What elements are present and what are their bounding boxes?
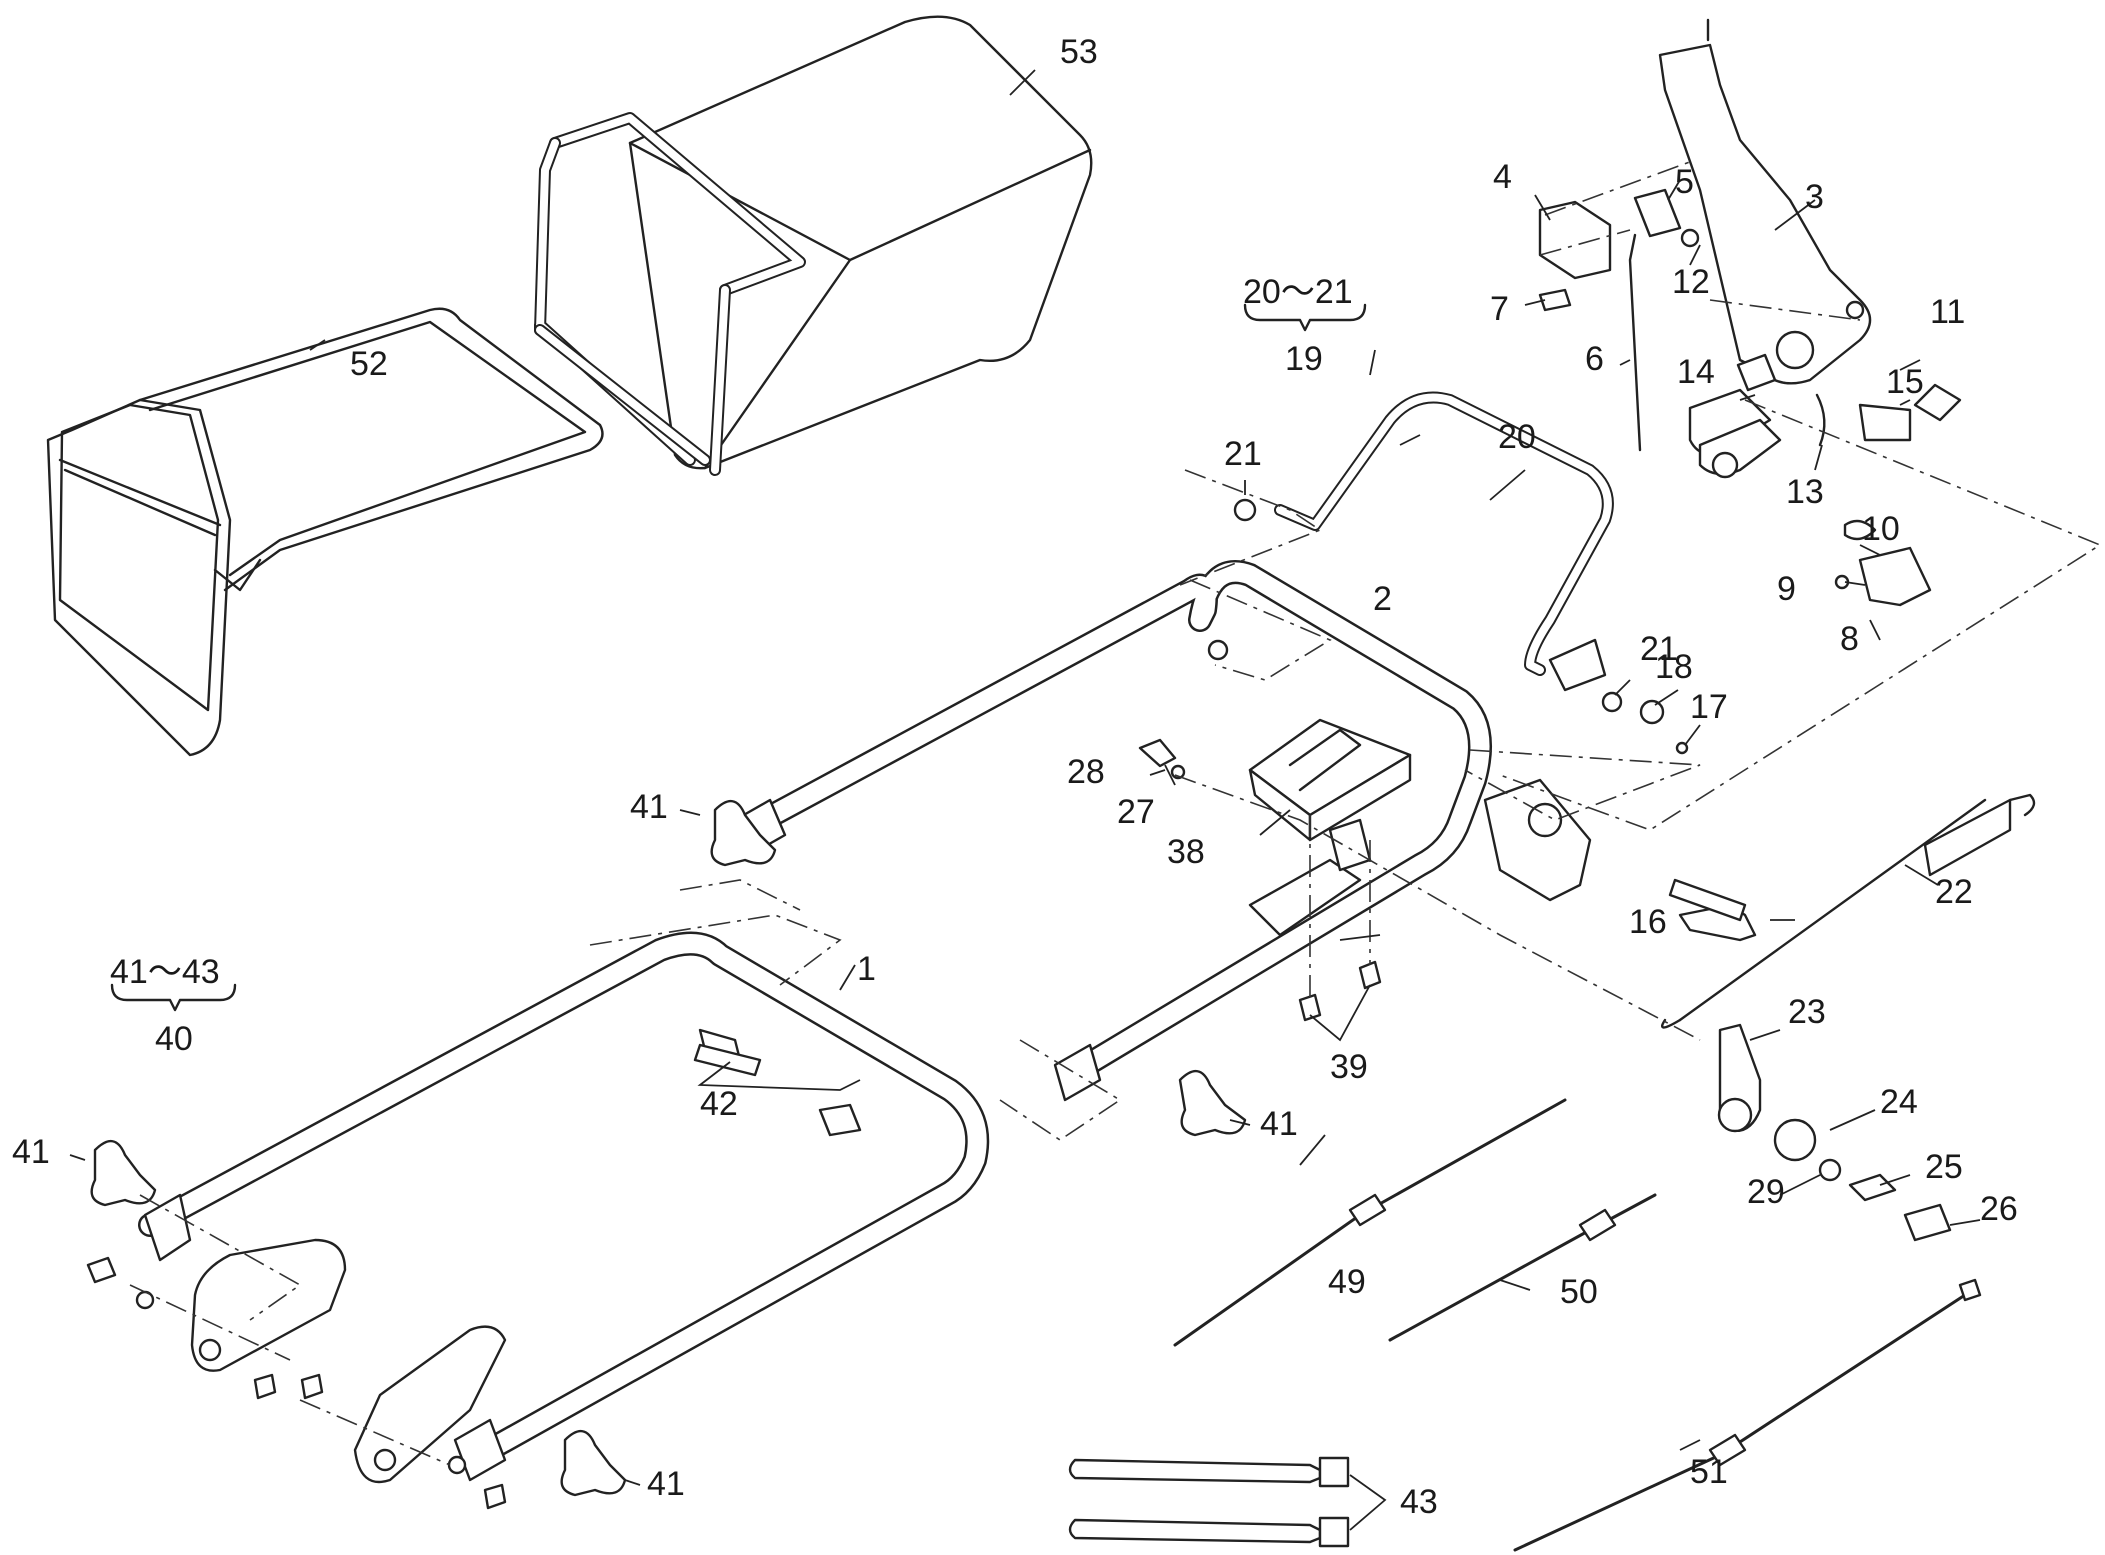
upper-handle bbox=[733, 560, 1592, 1102]
cable-ties bbox=[1068, 1456, 1350, 1548]
label-53: 53 bbox=[1060, 33, 1098, 71]
label-27: 27 bbox=[1117, 793, 1155, 831]
label-1: 1 bbox=[857, 950, 876, 988]
label-25: 25 bbox=[1925, 1148, 1963, 1186]
bolts bbox=[693, 878, 1747, 1077]
bag-frame bbox=[46, 307, 604, 757]
label-7: 7 bbox=[1490, 290, 1509, 328]
grass-bag bbox=[534, 15, 1093, 476]
label-6: 6 bbox=[1585, 340, 1604, 378]
label-23: 23 bbox=[1788, 993, 1826, 1031]
label-49: 49 bbox=[1328, 1263, 1366, 1301]
leader-lines bbox=[69, 69, 1981, 1531]
label-39: 39 bbox=[1330, 1048, 1368, 1086]
group-brackets bbox=[110, 303, 1367, 1012]
label-13: 13 bbox=[1786, 473, 1824, 511]
label-24: 24 bbox=[1880, 1083, 1918, 1121]
label-20: 20 bbox=[1498, 418, 1536, 456]
group-19-range: 20～21 bbox=[1243, 273, 1353, 311]
control-bracket bbox=[1658, 18, 1872, 392]
label-14: 14 bbox=[1677, 353, 1715, 391]
small-parts-upper bbox=[1538, 188, 1962, 607]
label-3: 3 bbox=[1805, 178, 1824, 216]
label-9: 9 bbox=[1777, 570, 1796, 608]
label-42: 42 bbox=[700, 1085, 738, 1123]
drive-lever-parts bbox=[1661, 793, 2036, 1242]
label-50: 50 bbox=[1560, 1273, 1598, 1311]
label-52: 52 bbox=[350, 345, 388, 383]
callout-labels: 1 2 3 4 5 6 7 8 9 10 11 12 13 14 15 16 1… bbox=[12, 33, 2018, 1521]
bail-lever bbox=[1274, 391, 1614, 692]
label-18: 18 bbox=[1655, 648, 1693, 686]
label-8: 8 bbox=[1840, 620, 1859, 658]
group-40-range: 41～43 bbox=[110, 953, 220, 991]
label-26: 26 bbox=[1980, 1190, 2018, 1228]
lower-handle bbox=[138, 931, 990, 1482]
group-40-parent: 40 bbox=[155, 1020, 193, 1058]
label-43: 43 bbox=[1400, 1483, 1438, 1521]
label-4: 4 bbox=[1493, 158, 1512, 196]
label-21-lower: 21 bbox=[1640, 630, 1678, 668]
label-10: 10 bbox=[1862, 510, 1900, 548]
label-38: 38 bbox=[1167, 833, 1205, 871]
control-box bbox=[1248, 718, 1412, 937]
label-28: 28 bbox=[1067, 753, 1105, 791]
cables bbox=[1173, 1098, 1982, 1552]
label-15: 15 bbox=[1886, 363, 1924, 401]
pivot-brackets bbox=[190, 1238, 507, 1484]
label-5: 5 bbox=[1675, 163, 1694, 201]
label-21-upper: 21 bbox=[1224, 435, 1262, 473]
label-17: 17 bbox=[1690, 688, 1728, 726]
label-22: 22 bbox=[1935, 873, 1973, 911]
label-41-middle: 41 bbox=[1260, 1105, 1298, 1143]
knobs bbox=[90, 800, 1247, 1497]
small-parts-middle bbox=[1233, 418, 1782, 942]
label-11: 11 bbox=[1930, 293, 1965, 331]
label-41-left: 41 bbox=[12, 1133, 50, 1171]
label-41-upper: 41 bbox=[630, 788, 668, 826]
label-41-bottom: 41 bbox=[647, 1465, 685, 1503]
label-2: 2 bbox=[1373, 580, 1392, 618]
label-16: 16 bbox=[1629, 903, 1667, 941]
label-12: 12 bbox=[1672, 263, 1710, 301]
assembly-lines bbox=[129, 159, 2102, 1466]
label-29: 29 bbox=[1747, 1173, 1785, 1211]
label-51: 51 bbox=[1690, 1453, 1728, 1491]
group-19-parent: 19 bbox=[1285, 340, 1323, 378]
